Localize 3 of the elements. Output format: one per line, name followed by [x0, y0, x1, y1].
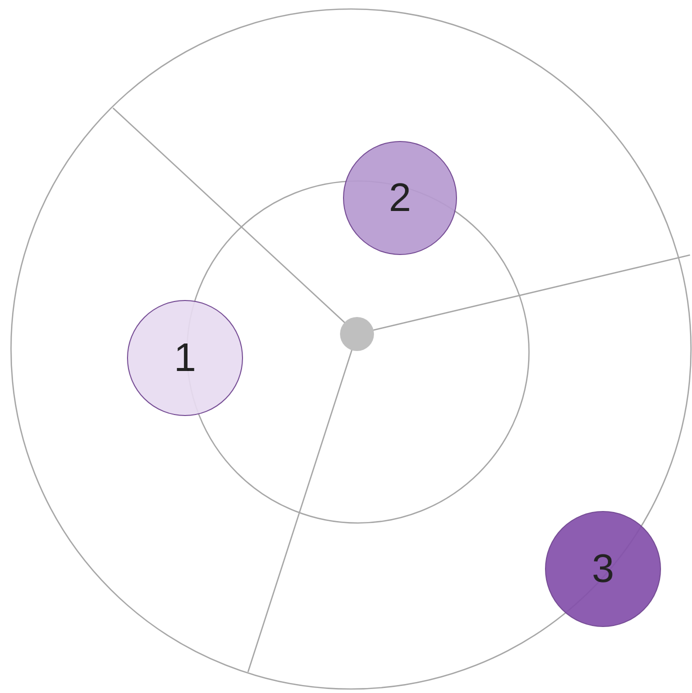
circle-number: 3 — [592, 546, 614, 592]
circle-number: 1 — [174, 336, 196, 380]
circle-number: 2 — [388, 176, 412, 220]
